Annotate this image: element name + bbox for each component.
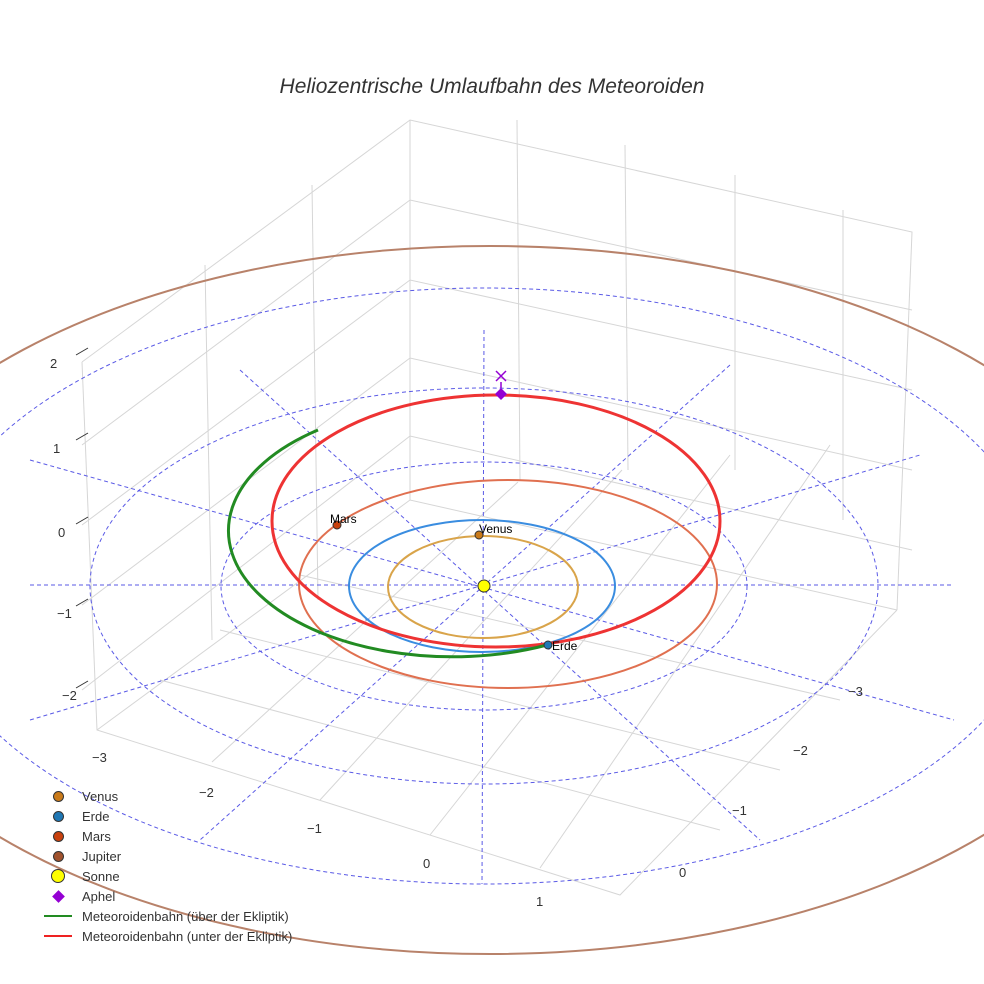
line-icon	[44, 935, 72, 937]
orbit-erde	[348, 519, 616, 653]
dot-icon	[52, 810, 64, 822]
legend-label: Jupiter	[82, 848, 122, 864]
ecliptic-grid	[0, 287, 984, 885]
y-tick: 0	[679, 865, 686, 880]
aphel-marker[interactable]	[495, 388, 507, 400]
sun-icon	[51, 869, 65, 883]
legend-item-erde[interactable]: Erde	[38, 806, 292, 826]
y-tick: −1	[732, 803, 747, 818]
legend-label: Erde	[82, 808, 110, 824]
z-tick: 1	[53, 441, 60, 456]
venus-label: Venus	[479, 522, 512, 536]
legend-label: Mars	[82, 828, 111, 844]
tick-marks	[75, 347, 89, 689]
mars-marker[interactable]	[332, 520, 342, 530]
legend: Venus Erde Mars Jupiter Sonne Aphel Mete…	[38, 786, 292, 946]
erde-label: Erde	[552, 639, 578, 653]
dot-icon	[52, 850, 64, 862]
legend-item-orbit-below[interactable]: Meteoroidenbahn (unter der Ekliptik)	[38, 926, 292, 946]
legend-label: Meteoroidenbahn (über der Ekliptik)	[82, 908, 289, 924]
chart-title: Heliozentrische Umlaufbahn des Meteoroid…	[279, 75, 705, 98]
legend-item-venus[interactable]: Venus	[38, 786, 292, 806]
y-tick: −3	[848, 684, 863, 699]
legend-item-sonne[interactable]: Sonne	[38, 866, 292, 886]
legend-item-jupiter[interactable]: Jupiter	[38, 846, 292, 866]
z-tick: 2	[50, 356, 57, 371]
x-tick: −1	[307, 821, 322, 836]
legend-label: Sonne	[82, 868, 120, 884]
erde-marker[interactable]	[543, 640, 553, 650]
legend-item-orbit-above[interactable]: Meteoroidenbahn (über der Ekliptik)	[38, 906, 292, 926]
legend-label: Venus	[82, 788, 119, 804]
orbit-jupiter	[0, 245, 984, 955]
orbit-mars	[298, 479, 718, 689]
z-tick: −2	[62, 688, 77, 703]
legend-item-aphel[interactable]: Aphel	[38, 886, 292, 906]
mars-label: Mars	[330, 512, 357, 526]
venus-marker[interactable]	[474, 530, 484, 540]
z-tick: 0	[58, 525, 65, 540]
dot-icon	[52, 790, 64, 802]
legend-label: Aphel	[82, 888, 116, 904]
x-tick: 1	[536, 894, 543, 909]
z-tick: −1	[57, 606, 72, 621]
legend-label: Meteoroidenbahn (unter der Ekliptik)	[82, 928, 293, 944]
line-icon	[44, 915, 72, 917]
meteoroid-orbit-above	[226, 428, 548, 659]
dot-icon	[52, 830, 64, 842]
sun-marker[interactable]	[477, 579, 491, 593]
x-tick: −2	[199, 785, 214, 800]
legend-item-mars[interactable]: Mars	[38, 826, 292, 846]
aphel-projection-icon	[495, 370, 507, 388]
x-tick: 0	[423, 856, 430, 871]
x-tick: −3	[92, 750, 107, 765]
y-tick: −2	[793, 743, 808, 758]
diamond-icon	[51, 889, 65, 903]
axis-box-grid	[81, 119, 913, 896]
